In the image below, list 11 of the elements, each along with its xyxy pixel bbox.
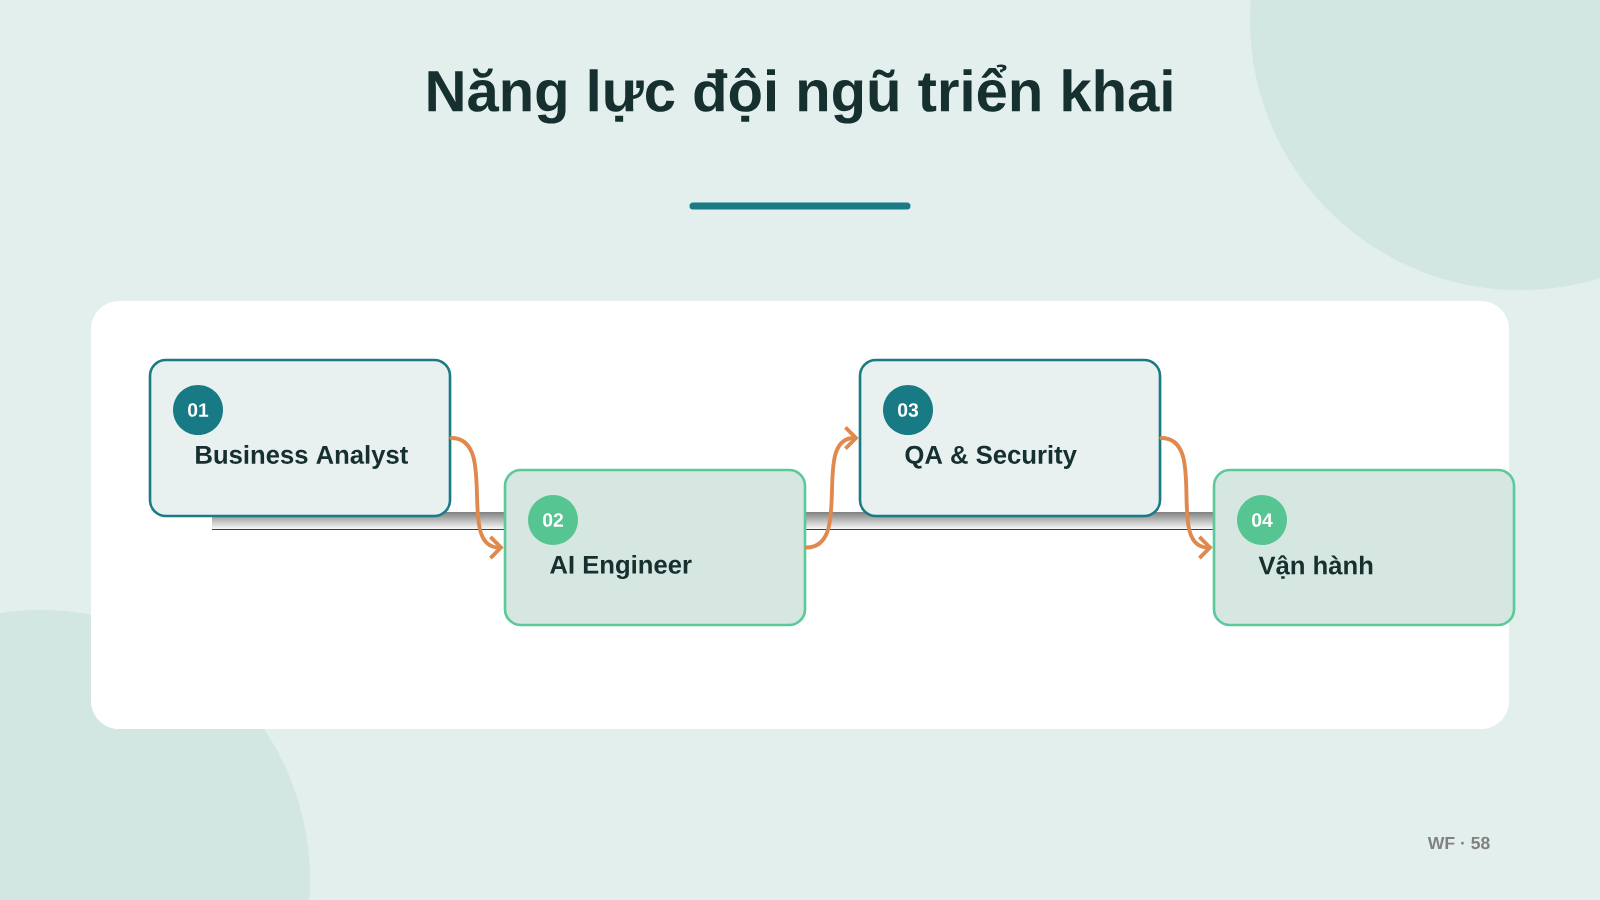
role-label: QA & Security	[905, 445, 1077, 469]
number-badge: 01	[173, 385, 223, 435]
number-badge: 04	[1237, 495, 1287, 545]
role-label: AI Engineer	[550, 555, 692, 580]
role-label: Vận hành	[1258, 555, 1373, 579]
page-number: WF · 58	[1427, 836, 1490, 850]
number-badge: 03	[883, 385, 933, 435]
number-badge: 02	[528, 495, 578, 545]
arrow	[804, 426, 859, 550]
role-label: Business Analyst	[196, 445, 408, 469]
title: Năng lực đội ngũ triển khai	[428, 64, 1172, 124]
